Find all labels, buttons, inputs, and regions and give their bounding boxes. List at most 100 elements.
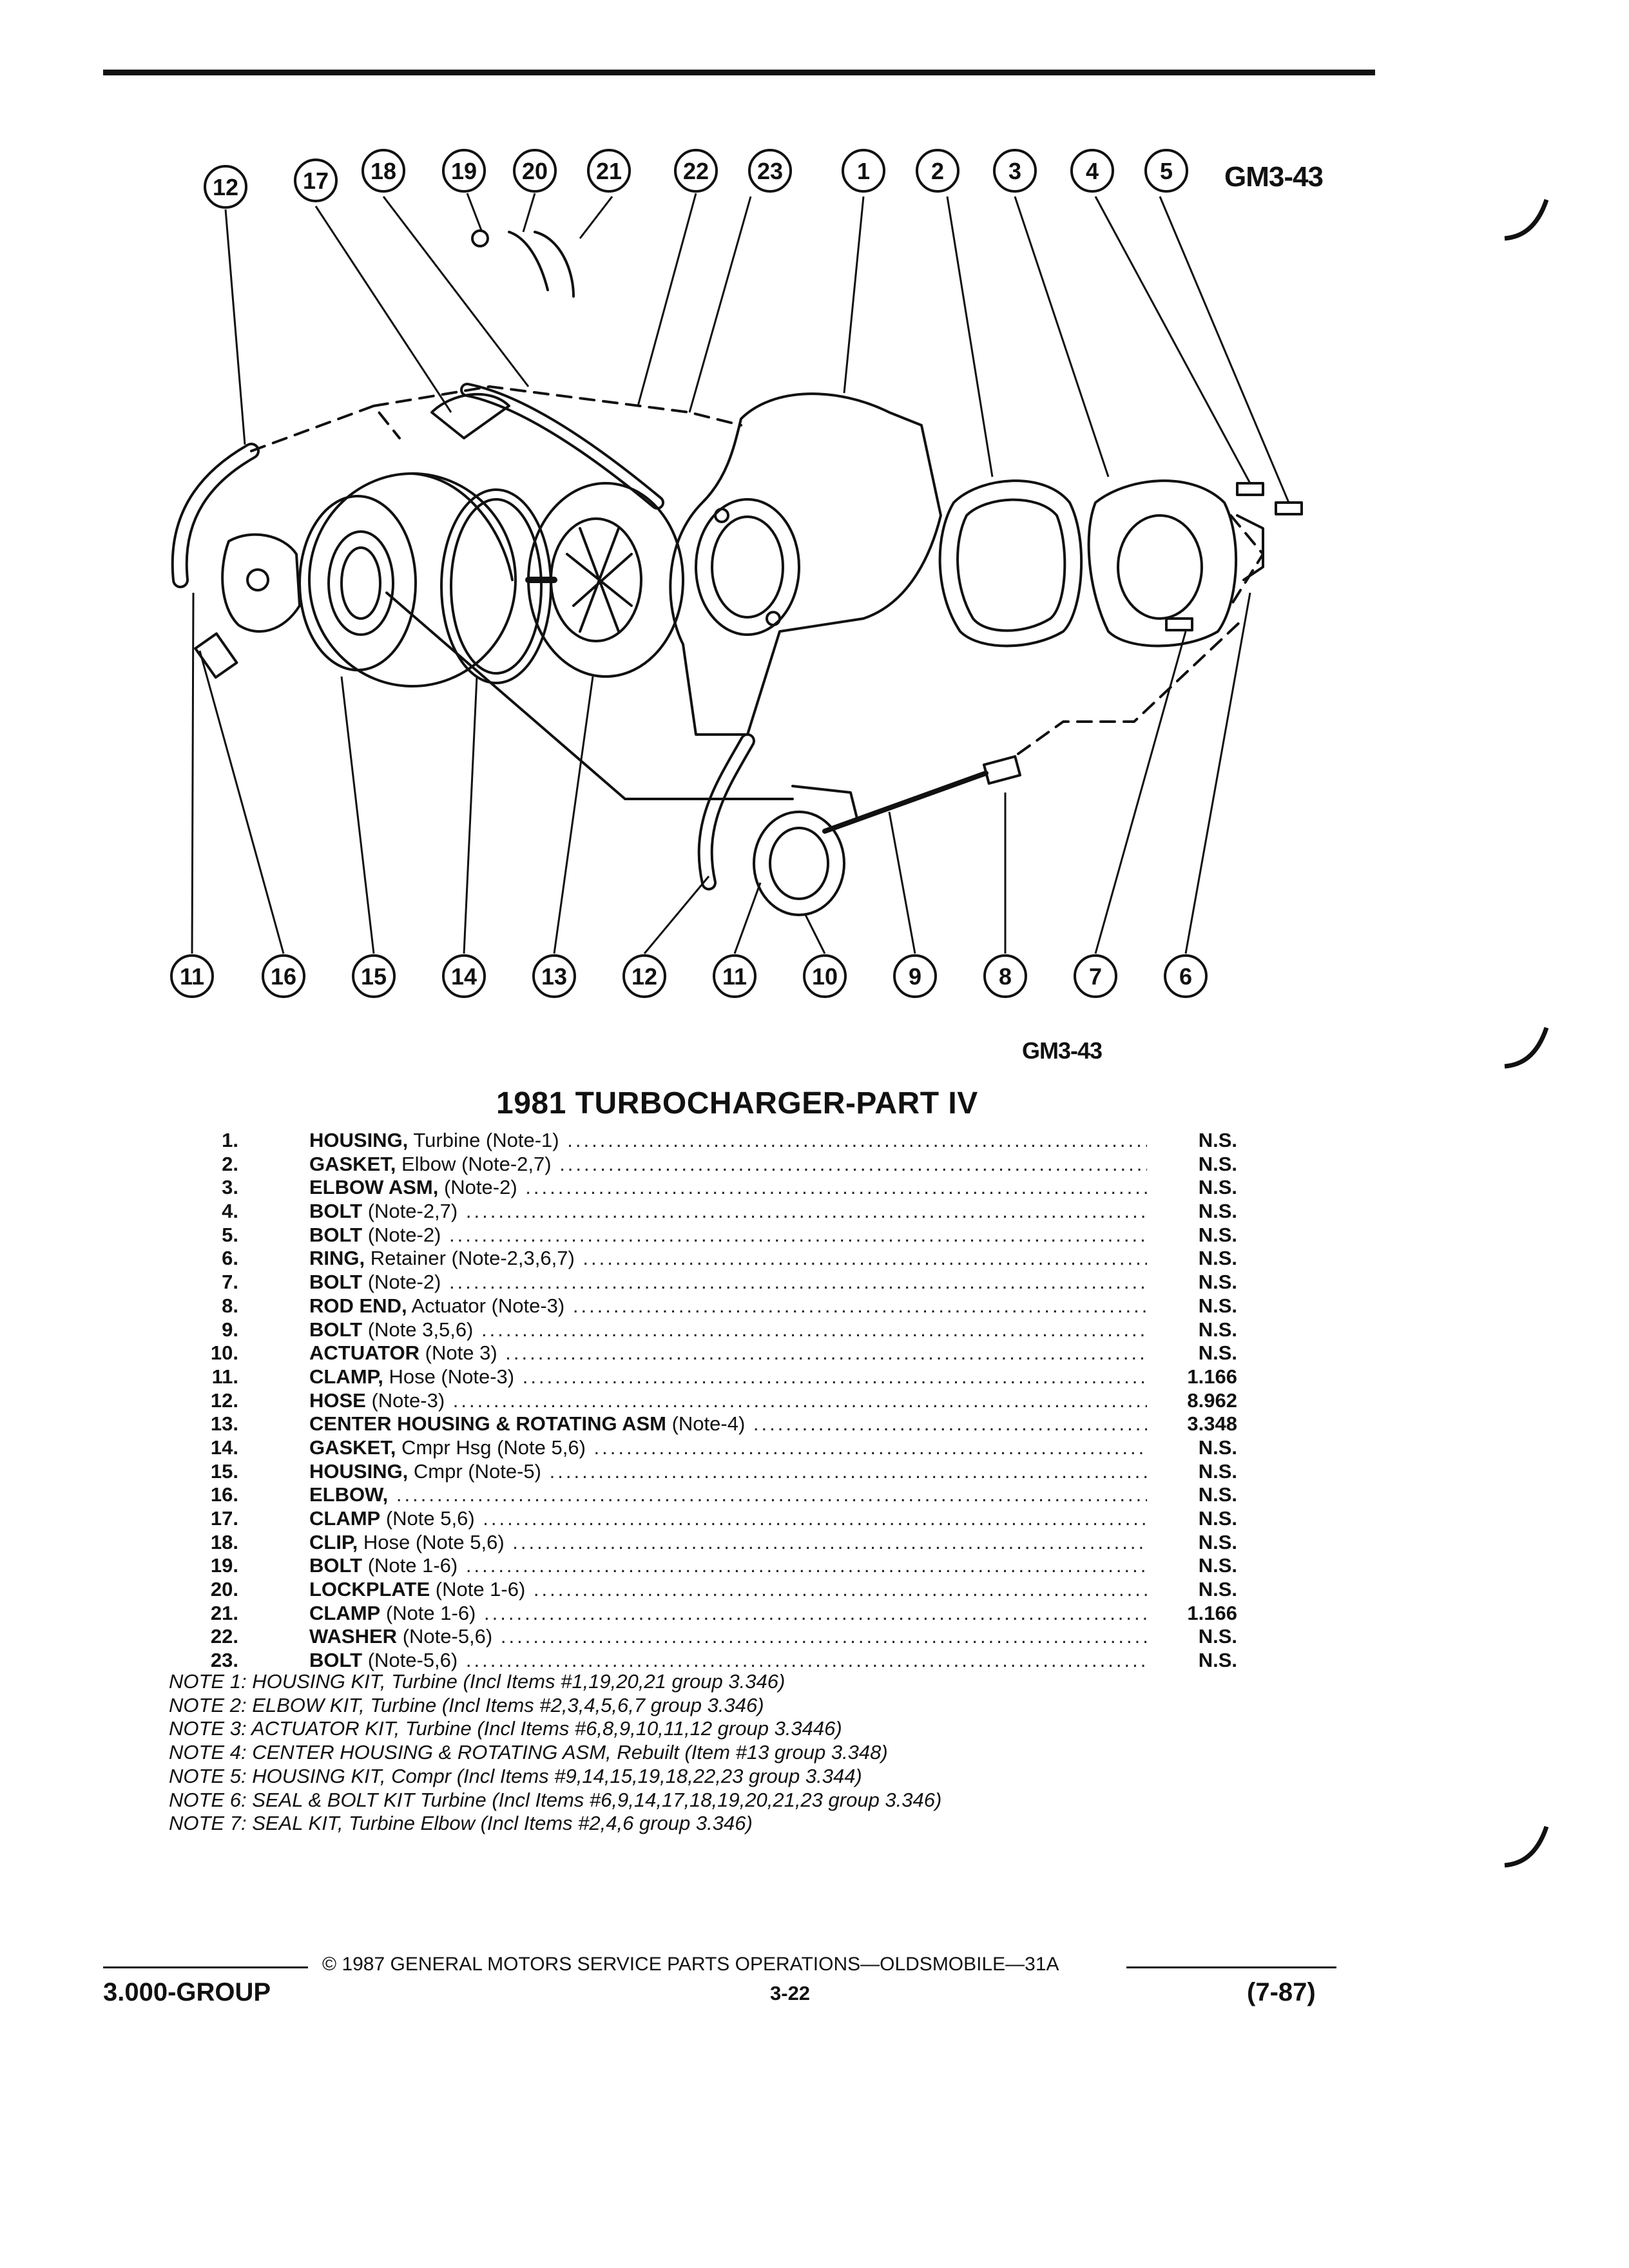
footer-rule-right bbox=[1126, 1966, 1336, 1968]
parts-row: 16.ELBOW, ..............................… bbox=[168, 1483, 1237, 1507]
item-price: N.S. bbox=[1198, 1200, 1237, 1223]
dot-leader: ........................................… bbox=[593, 1436, 1147, 1459]
footer-page-number: 3-22 bbox=[770, 1982, 811, 2004]
dot-leader: ........................................… bbox=[522, 1365, 1147, 1388]
callout-20: 20 bbox=[513, 149, 557, 193]
parts-row: 21.CLAMP (Note 1-6) ....................… bbox=[168, 1601, 1237, 1626]
item-price: 8.962 bbox=[1187, 1389, 1237, 1412]
item-description: CENTER HOUSING & ROTATING ASM (Note-4) .… bbox=[309, 1412, 1147, 1436]
svg-text:16: 16 bbox=[271, 963, 296, 990]
item-number: 8. bbox=[222, 1294, 238, 1317]
turbocharger-exploded-diagram: 12 17 18 19 20 21 22 23 1 2 3 4 5 11 16 … bbox=[170, 149, 1303, 998]
callouts-bottom: 11 16 15 14 13 12 11 10 9 8 7 6 bbox=[170, 954, 1208, 998]
svg-text:1: 1 bbox=[857, 158, 870, 184]
parts-row: 22.WASHER (Note-5,6) ...................… bbox=[168, 1625, 1237, 1649]
svg-text:10: 10 bbox=[812, 963, 838, 990]
top-rule bbox=[103, 70, 1375, 75]
dot-leader: ........................................… bbox=[583, 1247, 1147, 1270]
callout-3: 3 bbox=[993, 149, 1037, 193]
footer-copyright: © 1987 GENERAL MOTORS SERVICE PARTS OPER… bbox=[322, 1954, 1059, 1975]
dot-leader: ........................................… bbox=[465, 1554, 1147, 1577]
callout-7: 7 bbox=[1074, 954, 1117, 998]
clamp-17 bbox=[430, 392, 510, 439]
item-number: 21. bbox=[210, 1601, 238, 1624]
item-number: 6. bbox=[222, 1247, 238, 1270]
item-number: 23. bbox=[210, 1649, 238, 1672]
parts-row: 13. CENTER HOUSING & ROTATING ASM (Note-4… bbox=[168, 1412, 1237, 1436]
dot-leader: ........................................… bbox=[500, 1625, 1147, 1648]
figure-code-top: GM3-43 bbox=[1224, 161, 1324, 193]
item-detail: Hose (Note-3) bbox=[383, 1365, 515, 1388]
item-detail: (Note-2) bbox=[438, 1176, 517, 1199]
note-line: NOTE 2: ELBOW KIT, Turbine (Incl Items #… bbox=[169, 1693, 764, 1716]
item-detail: Cmpr Hsg (Note 5,6) bbox=[396, 1436, 586, 1459]
parts-row: 7.BOLT (Note-2) ........................… bbox=[168, 1271, 1237, 1294]
callout-9: 9 bbox=[893, 954, 937, 998]
note-line: NOTE 5: HOUSING KIT, Compr (Incl Items #… bbox=[169, 1764, 862, 1787]
item-number: 16. bbox=[210, 1483, 238, 1506]
item-description: HOSE (Note-3) ..........................… bbox=[309, 1389, 1147, 1413]
item-description: ELBOW ASM, (Note-2) ....................… bbox=[309, 1176, 1147, 1200]
lockplate-clamp-20-21 bbox=[471, 229, 575, 298]
parts-row: 6.RING, Retainer (Note-2,3,6,7) ........… bbox=[168, 1247, 1237, 1271]
svg-text:22: 22 bbox=[683, 158, 709, 184]
callout-19: 19 bbox=[442, 149, 486, 193]
callout-11-left: 11 bbox=[170, 954, 214, 998]
parts-row: 1.HOUSING, Turbine (Note-1) ............… bbox=[168, 1129, 1237, 1153]
callout-2: 2 bbox=[916, 149, 959, 193]
item-detail: Retainer (Note-2,3,6,7) bbox=[365, 1247, 575, 1270]
item-price: N.S. bbox=[1198, 1625, 1237, 1648]
dot-leader: ........................................… bbox=[452, 1389, 1147, 1412]
parts-row: 10. ACTUATOR (Note 3) ...................… bbox=[168, 1341, 1237, 1365]
item-name: BOLT bbox=[309, 1554, 363, 1577]
callout-8: 8 bbox=[983, 954, 1027, 998]
item-detail: (Note 1-6) bbox=[380, 1601, 476, 1624]
item-name: CLAMP bbox=[309, 1507, 381, 1530]
actuator-10 bbox=[753, 755, 1022, 916]
dot-leader: ........................................… bbox=[525, 1176, 1147, 1199]
item-price: N.S. bbox=[1198, 1152, 1237, 1175]
callout-22: 22 bbox=[674, 149, 718, 193]
item-name: ELBOW, bbox=[309, 1483, 389, 1506]
item-description: BOLT (Note 1-6) ........................… bbox=[309, 1554, 1147, 1578]
note-line: NOTE 3: ACTUATOR KIT, Turbine (Incl Item… bbox=[169, 1717, 842, 1740]
callout-16: 16 bbox=[262, 954, 305, 998]
item-description: BOLT (Note-2) ..........................… bbox=[309, 1224, 1147, 1247]
item-number: 4. bbox=[222, 1200, 238, 1223]
dot-leader: ........................................… bbox=[567, 1129, 1147, 1151]
svg-text:19: 19 bbox=[451, 158, 477, 184]
item-number: 17. bbox=[210, 1507, 238, 1530]
item-detail: Cmpr (Note-5) bbox=[408, 1459, 541, 1483]
dot-leader: ........................................… bbox=[481, 1318, 1147, 1341]
dot-leader: ........................................… bbox=[484, 1601, 1147, 1624]
item-price: N.S. bbox=[1198, 1223, 1237, 1246]
item-description: ACTUATOR (Note 3) ......................… bbox=[309, 1341, 1147, 1365]
elbow-16 bbox=[194, 533, 301, 679]
callout-12-bottom: 12 bbox=[622, 954, 666, 998]
parts-row: 4. BOLT (Note-2,7) ......................… bbox=[168, 1200, 1237, 1224]
item-detail: (Note-2) bbox=[362, 1271, 441, 1294]
item-number: 10. bbox=[210, 1341, 238, 1365]
item-number: 13. bbox=[210, 1412, 238, 1436]
parts-row: 8. ROD END, Actuator (Note-3) ...........… bbox=[168, 1294, 1237, 1318]
svg-text:14: 14 bbox=[451, 963, 477, 990]
item-detail: Actuator (Note-3) bbox=[407, 1294, 565, 1317]
item-price: N.S. bbox=[1198, 1649, 1237, 1672]
item-description: GASKET, Cmpr Hsg (Note 5,6) ............… bbox=[309, 1436, 1147, 1460]
page-title: 1981 TURBOCHARGER-PART IV bbox=[496, 1086, 978, 1120]
item-number: 2. bbox=[222, 1152, 238, 1175]
binder-mark-1 bbox=[1504, 198, 1549, 241]
callout-17: 17 bbox=[294, 159, 338, 202]
parts-row: 9.BOLT (Note 3,5,6) ....................… bbox=[168, 1318, 1237, 1342]
item-price: N.S. bbox=[1198, 1483, 1237, 1506]
dot-leader: ........................................… bbox=[465, 1649, 1147, 1672]
dot-leader: ........................................… bbox=[465, 1200, 1147, 1223]
item-description: WASHER (Note-5,6) ......................… bbox=[309, 1625, 1147, 1649]
callout-4: 4 bbox=[1070, 149, 1114, 193]
item-name: CENTER HOUSING & ROTATING ASM bbox=[309, 1412, 666, 1436]
dot-leader: ........................................… bbox=[533, 1578, 1147, 1601]
item-description: BOLT (Note-2) ..........................… bbox=[309, 1271, 1147, 1294]
item-description: ROD END, Actuator (Note-3) .............… bbox=[309, 1294, 1147, 1318]
item-description: BOLT (Note-2,7) ........................… bbox=[309, 1200, 1147, 1224]
dot-leader: ........................................… bbox=[449, 1271, 1147, 1294]
